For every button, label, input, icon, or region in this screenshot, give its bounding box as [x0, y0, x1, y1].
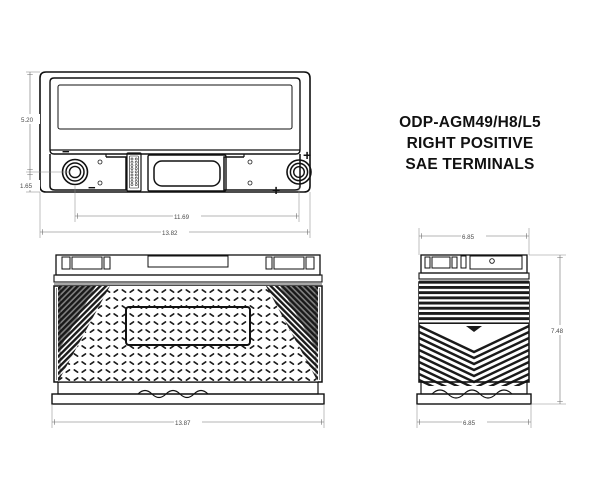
title-line-2: RIGHT POSITIVE [407, 135, 534, 152]
dim-top-width-inner: 11.69 [174, 214, 190, 221]
dim-front-width: 13.87 [175, 420, 191, 427]
front-view-dimensions: 13.87 [51, 404, 325, 428]
positive-polarity-marks: + + [272, 147, 311, 198]
title-line-1: ODP-AGM49/H8/L5 [399, 114, 541, 131]
dim-top-height-terminal: 1.65 [20, 183, 33, 190]
vent-strip [126, 152, 142, 192]
front-view [51, 254, 325, 405]
positive-mark-lower: + [272, 182, 280, 198]
side-terminal-post [489, 258, 495, 264]
title-block: ODP-AGM49/H8/L5 RIGHT POSITIVE SAE TERMI… [399, 114, 541, 173]
dim-top-height-overall: 5.20 [21, 117, 34, 124]
front-label-panel [125, 306, 251, 346]
negative-mark-lower: − [88, 180, 96, 195]
dim-top-width-overall: 13.82 [162, 230, 178, 237]
top-view: − − + + [39, 71, 312, 198]
positive-terminal [286, 159, 312, 185]
top-view-dimensions: 5.20 1.65 11.69 13.82 [19, 71, 311, 238]
negative-mark-upper: − [62, 144, 70, 159]
dim-side-height: 7.48 [551, 328, 564, 335]
title-line-3: SAE TERMINALS [405, 156, 534, 173]
dim-side-width-top: 6.85 [462, 234, 475, 241]
side-view [416, 254, 532, 405]
positive-mark-upper: + [303, 147, 311, 163]
dim-side-width-bottom: 6.85 [463, 420, 476, 427]
negative-polarity-marks: − − [62, 144, 96, 195]
side-view-dimensions: 6.85 7.48 6.85 [416, 228, 572, 428]
